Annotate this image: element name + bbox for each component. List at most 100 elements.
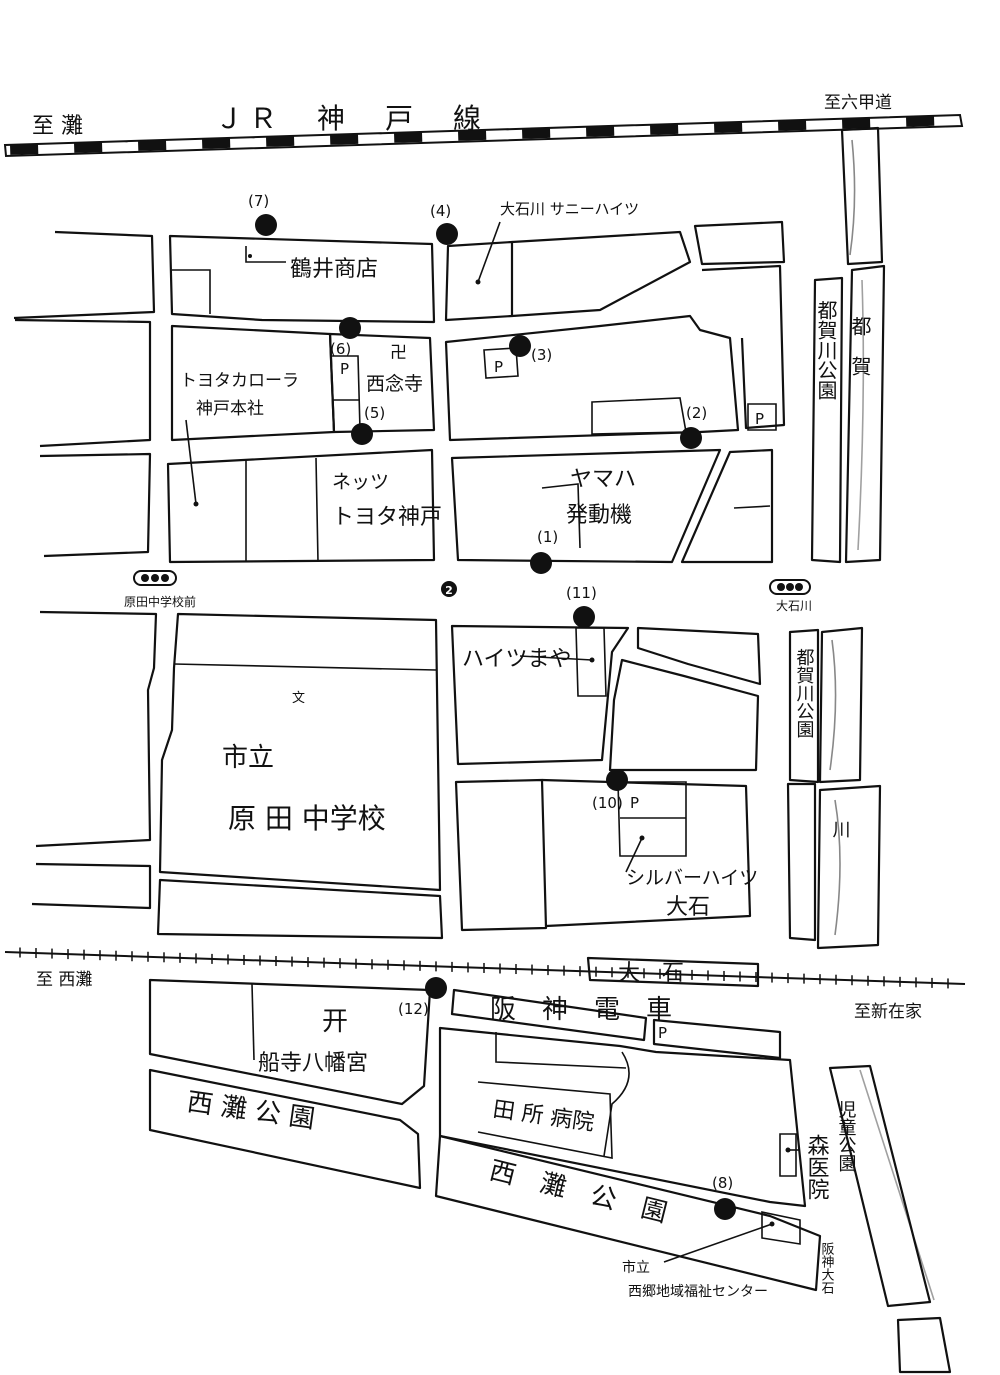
marker-1[interactable]: (1) [530,528,558,574]
jido-park-label: 児童公園 [836,1100,857,1172]
toyota-corolla-label-1: トヨタカローラ [180,371,299,391]
tsuga-river-mid-label: 川 [830,820,851,838]
jr-rail-dash [522,127,551,139]
heights-maya-label: ハイツまや [462,647,572,672]
marker-12[interactable]: (12) [398,977,447,1018]
parking-3: P [494,358,503,376]
marker-11-label: (11) [566,584,597,602]
blocks-top [13,220,786,448]
hanshin-to-left-label: 至 西灘 [36,970,92,990]
marker-4[interactable]: (4) [430,202,458,245]
parking-hanshin: P [658,1024,667,1042]
jr-rail-dash [265,135,295,147]
sunny-heights-label: 大石川 サニーハイツ [500,200,639,218]
traffic-signal-oishigawa-label: 大石川 [776,599,812,613]
marker-10-label: (10) [592,794,623,812]
traffic-signal-harada-label: 原田中学校前 [124,594,196,609]
marker-11-dot[interactable] [573,606,595,628]
marker-8-label: (8) [712,1174,733,1192]
hanshin-ishi-label: 阪神大石 [819,1242,835,1294]
parking-2: P [755,410,764,428]
sainenji-label: 西念寺 [366,372,423,395]
marker-8[interactable]: (8) [712,1174,736,1220]
marker-4-label: (4) [430,202,451,220]
sainenji-mark: 卍 [390,343,407,363]
jr-to-right-label: 至六甲道 [824,93,892,113]
marker-12-label: (12) [398,1000,429,1018]
marker-6-label: (6) [330,340,351,358]
jr-rail-dash [330,133,359,145]
netz-label-1: ネッツ [332,471,389,493]
marker-5-label: (5) [364,404,385,422]
jr-rail-dash [138,139,167,151]
jr-rail-dash [586,125,615,137]
marker-8-dot[interactable] [714,1198,736,1220]
tsugagawa-park-mid: 都賀川公園 [794,648,815,738]
parking-6: P [340,360,349,378]
welfare-center-label-1: 市立 [622,1259,650,1276]
jr-rail-dash [202,137,231,149]
tadokoro-hospital-label: 田 所 病院 [491,1097,595,1136]
route-2-badge: 2 [441,581,457,597]
marker-2-label: (2) [686,404,707,422]
route-2-badge-label: 2 [445,584,453,597]
parking-marks: P P P P P [340,358,764,1042]
marker-3[interactable]: (3) [509,335,552,364]
leader-lines [185,221,800,1263]
marker-1-dot[interactable] [530,552,552,574]
silver-heights-label-2: 大石 [666,895,710,920]
welfare-center-label-2: 西郷地域福祉センター [628,1284,768,1300]
shrine-label: 船寺八幡宮 [258,1051,368,1076]
marker-11[interactable]: (11) [566,584,597,628]
traffic-signal-harada [133,570,177,586]
marker-12-dot[interactable] [425,977,447,999]
school-label-1: 市立 [222,743,274,773]
marker-7-dot[interactable] [255,214,277,236]
marker-10-dot[interactable] [606,769,628,791]
marker-7[interactable]: (7) [248,192,277,236]
parking-10: P [630,794,639,812]
nishinada-park-right-label: 西 灘 公 園 [486,1156,670,1229]
jr-rail-dash [9,143,39,155]
jr-rail-dash [394,131,423,143]
toyota-corolla-label-2: 神戸本社 [196,399,264,419]
marker-5[interactable]: (5) [351,404,385,445]
school-label-2: 原 田 中学校 [228,802,386,835]
jr-rail-dash [906,115,935,127]
marker-10[interactable]: (10) [592,769,628,812]
marker-5-dot[interactable] [351,423,373,445]
tsuga-river [786,126,886,950]
jr-to-left-label: 至 灘 [32,114,83,139]
marker-3-dot[interactable] [509,335,531,357]
marker-2[interactable]: (2) [680,404,707,449]
tsuga-river-top-label: 都 賀 [848,316,872,376]
jr-rail-dash [714,121,743,133]
yamaha-label-2: 発動機 [566,503,632,528]
marker-2-dot[interactable] [680,427,702,449]
mori-clinic-label: 森医院 [804,1134,830,1200]
blocks-middle [31,610,762,940]
blocks-middle-top [39,448,774,564]
marker-3-label: (3) [531,346,552,364]
jr-line-label: ＪＲ 神 戸 線 [215,102,487,135]
netz-label-2: トヨタ神戸 [332,505,442,530]
tsurui-shop-label: 鶴井商店 [290,257,378,282]
blocks-bottom [148,978,952,1374]
silver-heights-label-1: シルバーハイツ [626,867,758,889]
marker-7-label: (7) [248,192,269,210]
jr-rail-dash [649,123,679,135]
jr-rail-dash [74,141,103,153]
traffic-signal-oishigawa [769,579,811,595]
jr-line [3,113,964,158]
marker-1-label: (1) [537,528,558,546]
marker-4-dot[interactable] [436,223,458,245]
shrine-mark: 开 [322,1007,348,1037]
tsugagawa-park-top: 都賀川公園 [814,300,838,400]
jr-rail-dash [841,117,871,129]
jr-rail-dash [457,129,487,141]
marker-6-dot[interactable] [339,317,361,339]
nishinada-park-left-label: 西 灘 公 園 [185,1087,317,1135]
jr-rail-dash [778,119,807,131]
marker-6[interactable]: (6) [330,317,361,358]
